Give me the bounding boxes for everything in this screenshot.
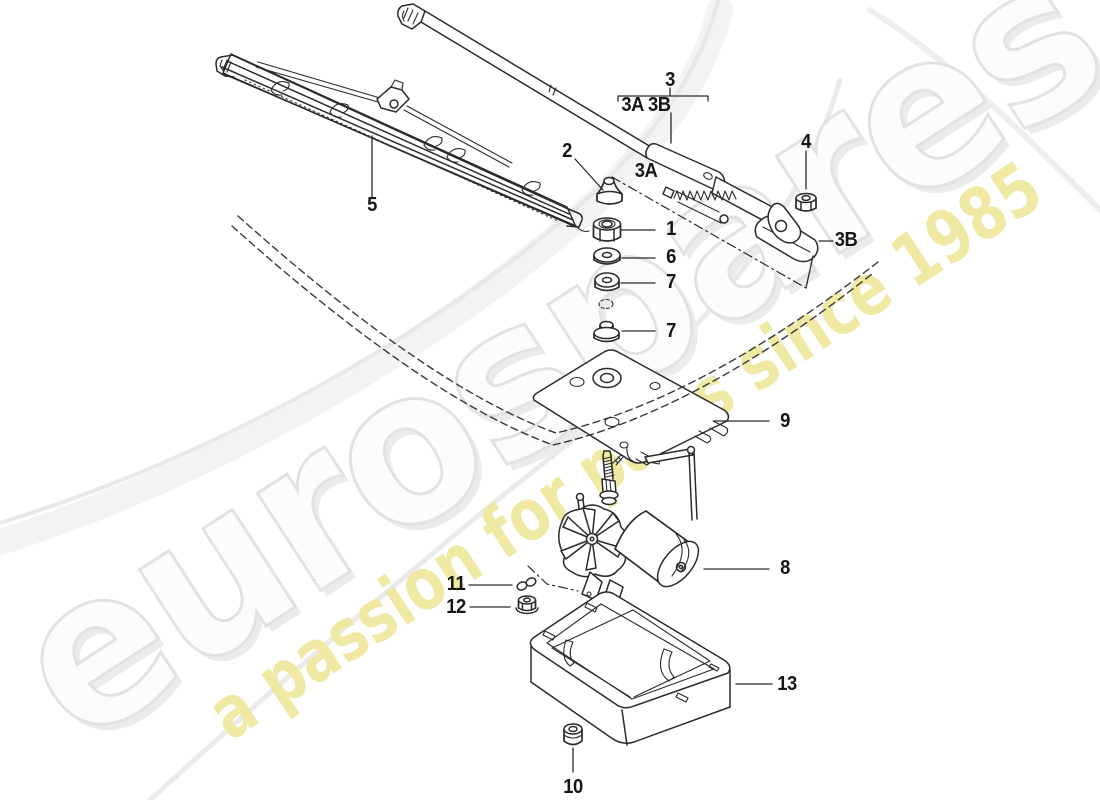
- tray-grommet-art: [563, 723, 583, 746]
- callout-3: 3: [665, 69, 675, 91]
- arm-head-hole: [703, 172, 713, 180]
- callout-leaders: [371, 87, 834, 773]
- callout-10: 10: [563, 776, 583, 798]
- spring-art: [662, 186, 737, 224]
- callout-3b: 3B: [834, 229, 858, 251]
- spring-washer-art: [516, 577, 537, 591]
- callout-13: 13: [777, 673, 797, 695]
- arm-nut-art: [795, 192, 817, 212]
- grommet-lower-art: [593, 320, 620, 343]
- callout-8: 8: [780, 557, 790, 579]
- wiper-motor-art: [558, 445, 700, 604]
- wiper-blade-art: [215, 53, 590, 233]
- washer-art: [593, 247, 621, 265]
- callout-3a: 3A: [634, 160, 658, 182]
- callout-1: 1: [666, 218, 676, 240]
- shoe-pivot-hole: [774, 219, 788, 233]
- callout-7-upper: 7: [666, 271, 676, 293]
- shaft-nut-art: [592, 217, 622, 242]
- grommet-upper-art: [594, 272, 620, 292]
- callout-3a-3b: 3A 3B: [621, 94, 671, 116]
- swoosh-line-3: [867, 7, 1100, 213]
- callout-11: 11: [446, 573, 466, 595]
- blade-pivot-hole: [389, 99, 399, 109]
- motor-nut-art: [515, 595, 539, 615]
- pivot-shoe-art: [754, 202, 819, 263]
- callout-7-lower: 7: [666, 320, 676, 342]
- callout-2: 2: [562, 140, 572, 162]
- plate-hub-hole: [592, 367, 622, 389]
- window-outline-dashed: [231, 215, 879, 446]
- housing-tray-art: [529, 591, 731, 746]
- cap-art: [596, 176, 623, 205]
- callout-12: 12: [446, 596, 466, 618]
- callout-9: 9: [780, 410, 790, 432]
- swoosh-band: [0, 0, 733, 556]
- callout-4: 4: [801, 131, 811, 153]
- callout-5: 5: [367, 194, 377, 216]
- callout-6: 6: [666, 246, 676, 268]
- clip-art: [598, 298, 614, 310]
- mounting-plate-art: [532, 349, 730, 466]
- swoosh-line-1: [0, 0, 720, 525]
